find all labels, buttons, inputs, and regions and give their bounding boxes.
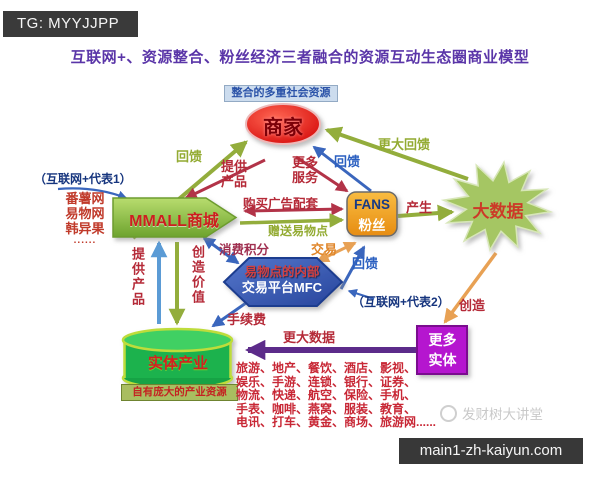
arrow-mall-platform-points: [202, 236, 240, 265]
platform-node-shape: [222, 257, 344, 307]
industry-line: 物流、快递、航空、保险、手机、: [236, 388, 417, 403]
arrow-merchant-to-mall: [184, 158, 266, 200]
merchant-node-shape: [245, 103, 321, 145]
industry-line: 娱乐、手游、连锁、银行、证券、: [236, 374, 417, 389]
edge-label-trade: 交易: [311, 242, 338, 257]
more-entities-node-shape: [416, 325, 468, 375]
diagram-title: 互联网+、资源整合、粉丝经济三者融合的资源互动生态圈商业模型: [70, 49, 530, 66]
mall-node-shape: [112, 197, 238, 238]
edge-label-buy-ads: 购买广告配套: [243, 197, 319, 211]
edge-label-generate: 产生: [406, 200, 433, 215]
arrow-bigdata-to-merchant: [324, 126, 469, 181]
edge-label-bigger-feedback: 更大回馈: [378, 137, 431, 152]
industry-examples-list: 旅游、地产、餐饮、酒店、影视、 娱乐、手游、连锁、银行、证券、 物流、快递、航空…: [236, 361, 454, 430]
edge-label-feedback-fans: 回馈: [334, 154, 361, 169]
edge-label-bigger-data: 更大数据: [283, 330, 336, 345]
social-resources-label: 整合的多重社会资源: [224, 85, 338, 102]
edge-label-feedback-mall: 回馈: [176, 149, 203, 164]
arrow-bigdata-to-more-create: [443, 251, 498, 324]
mall-node-label: MMALL商城: [129, 213, 219, 230]
fans-node-shape: [346, 191, 398, 237]
arrow-internet1-pointer: [57, 187, 128, 200]
arrow-fans-to-merchant: [312, 145, 372, 193]
industry-cylinder-shape: [121, 327, 234, 390]
more-entities-node-label: 更多 实体: [428, 332, 457, 368]
arrow-fans-to-bigdata: [397, 204, 455, 222]
fans-node-label-cn: 粉丝: [358, 218, 386, 233]
bigdata-node-label: 大数据: [472, 202, 524, 221]
internet-rep1-note: （互联网+代表1）: [34, 172, 132, 186]
merchant-node-label: 商家: [263, 117, 303, 139]
industry-line: 电讯、打车、黄金、商场、旅游网......: [236, 415, 437, 430]
platform-node-label-line1: 易物点的内部: [244, 265, 320, 279]
example-item: 韩异果: [65, 221, 105, 236]
internet-examples-list: 番薯网 易物网 韩异果 ......: [50, 191, 120, 246]
fans-node-label-en: FANS: [353, 197, 390, 212]
site-url-bar: main1-zh-kaiyun.com: [399, 438, 583, 464]
industry-caption: 自有庞大的产业资源: [121, 384, 238, 401]
internet-rep2-note: （互联网+代表2）: [352, 295, 450, 309]
edge-label-create-value-vertical: 创造价值: [190, 245, 205, 305]
arrow-platform-to-fans-feedback: [339, 245, 366, 290]
arrow-internet2-pointer: [347, 288, 375, 301]
watermark-logo-icon: [440, 404, 457, 422]
example-item: 番薯网: [65, 191, 105, 206]
example-item: 易物网: [65, 206, 105, 221]
edge-label-provide-products: 提供产品: [220, 159, 247, 189]
watermark-text: 发财树大讲堂: [462, 407, 543, 422]
bigdata-star-shape: [440, 160, 554, 252]
edge-label-feedback-platform: 回馈: [352, 256, 379, 271]
telegram-tag-bar: TG: MYYJJPP: [3, 11, 138, 37]
arrow-merchant-to-fans: [295, 155, 349, 193]
arrow-fans-mall-ads: [243, 202, 344, 218]
arrow-fans-platform-trade: [316, 241, 357, 263]
edge-label-gift-points: 赠送易物点: [268, 224, 329, 238]
edge-label-commission: 手续费: [227, 312, 267, 327]
edge-label-provide-products-vertical: 提供产品: [130, 247, 145, 307]
edge-label-consume-points: 消费积分: [219, 243, 270, 257]
edge-label-create: 创造: [459, 298, 486, 313]
platform-node-label-line2: 交易平台MFC: [241, 280, 323, 295]
example-item: ......: [73, 235, 97, 246]
industry-line: 手表、咖啡、燕窝、服装、教育、: [236, 401, 417, 416]
industry-line: 旅游、地产、餐饮、酒店、影视、: [236, 361, 417, 375]
arrow-mall-to-fans-points: [239, 213, 345, 228]
watermark: 发财树大讲堂: [440, 403, 543, 423]
edge-label-more-services: 更多服务: [291, 155, 318, 185]
industry-node-label: 实体产业: [147, 355, 208, 372]
